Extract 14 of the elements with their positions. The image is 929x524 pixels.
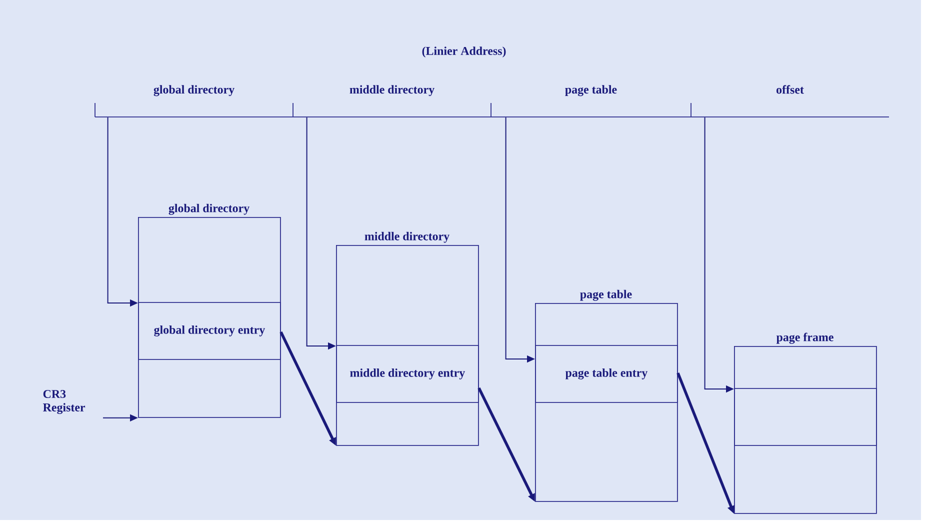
table-heading: page table — [580, 290, 632, 301]
table-heading: page frame — [776, 332, 834, 344]
table-entry: page table entry — [535, 344, 678, 403]
register-label: CR3 Register — [43, 390, 86, 414]
address-field: offset — [776, 85, 804, 94]
address-field: middle directory — [350, 85, 434, 96]
address-field: page table — [565, 85, 617, 96]
table-heading: middle directory — [364, 232, 450, 243]
table-entry: middle directory entry — [336, 344, 479, 403]
table-entry: global directory entry — [138, 302, 281, 360]
title: (Linier Address) — [422, 46, 506, 58]
table-row — [734, 388, 877, 446]
table-heading: global directory — [168, 204, 250, 215]
address-field: global directory — [154, 85, 234, 96]
